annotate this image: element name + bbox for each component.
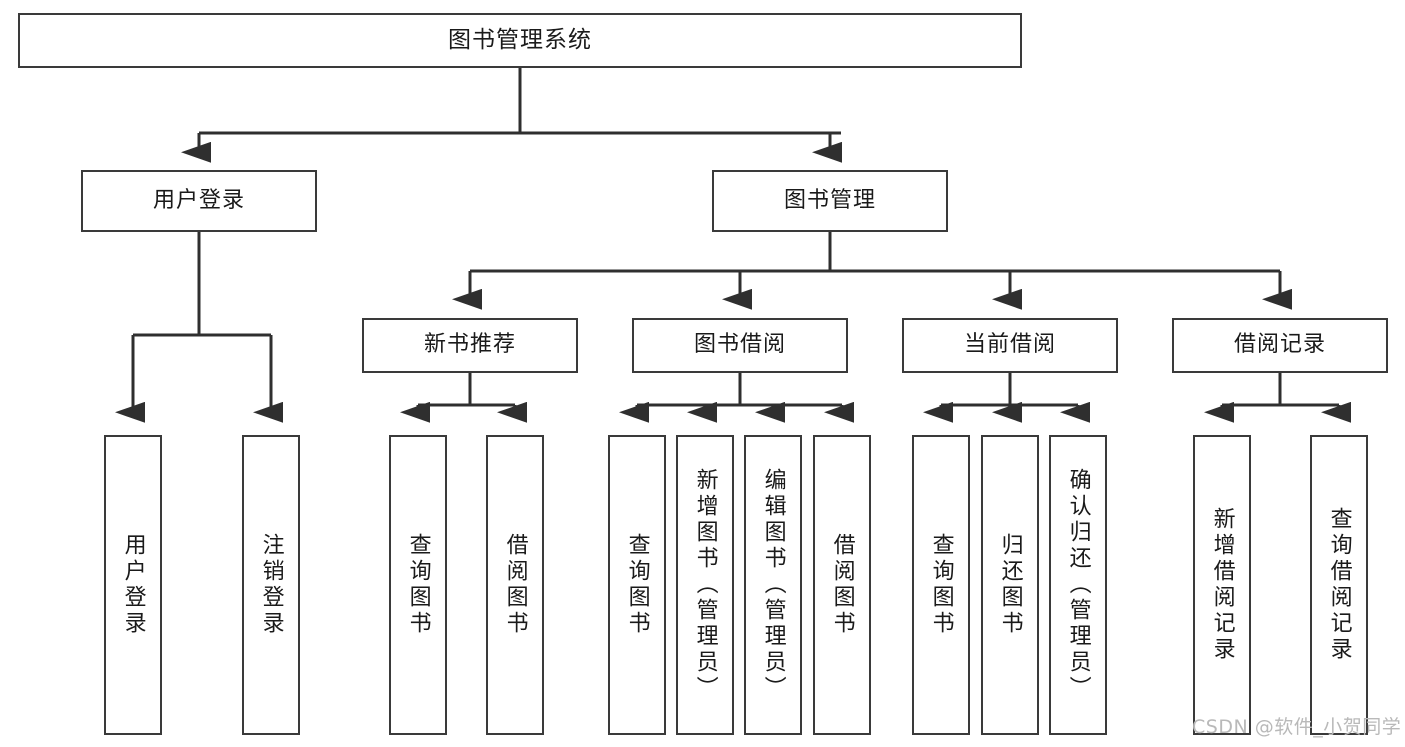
node-label: 新增借阅记录 — [1209, 507, 1235, 663]
leaf-query-book-current[interactable]: 查询图书 — [912, 435, 970, 735]
node-label: 借阅图书 — [502, 533, 528, 637]
node-label: 注销登录 — [258, 533, 284, 637]
node-label: 编辑图书（管理员） — [760, 468, 786, 702]
leaf-add-book-admin[interactable]: 新增图书（管理员） — [676, 435, 734, 735]
node-label: 确认归还（管理员） — [1065, 468, 1091, 702]
node-label: 当前借阅 — [963, 332, 1056, 358]
leaf-borrow-book[interactable]: 借阅图书 — [813, 435, 871, 735]
node-label: 借阅记录 — [1233, 332, 1326, 358]
leaf-edit-book-admin[interactable]: 编辑图书（管理员） — [744, 435, 802, 735]
node-label: 用户登录 — [152, 187, 245, 213]
leaf-query-book-borrow[interactable]: 查询图书 — [608, 435, 666, 735]
node-label: 图书借阅 — [693, 332, 786, 358]
node-label: 查询图书 — [928, 533, 954, 637]
node-user-login[interactable]: 用户登录 — [81, 170, 317, 232]
leaf-confirm-return-admin[interactable]: 确认归还（管理员） — [1049, 435, 1107, 735]
node-current-borrow[interactable]: 当前借阅 — [902, 318, 1118, 373]
node-book-management[interactable]: 图书管理 — [712, 170, 948, 232]
leaf-return-book[interactable]: 归还图书 — [981, 435, 1039, 735]
node-label: 查询借阅记录 — [1326, 507, 1352, 663]
node-new-book-recommend[interactable]: 新书推荐 — [362, 318, 578, 373]
node-root-system[interactable]: 图书管理系统 — [18, 13, 1022, 68]
node-label: 新书推荐 — [423, 332, 516, 358]
node-label: 新增图书（管理员） — [692, 468, 718, 702]
leaf-query-borrow-record[interactable]: 查询借阅记录 — [1310, 435, 1368, 735]
leaf-borrow-book-recommend[interactable]: 借阅图书 — [486, 435, 544, 735]
node-label: 用户登录 — [120, 533, 146, 637]
node-borrow-records[interactable]: 借阅记录 — [1172, 318, 1388, 373]
node-label: 图书管理 — [783, 187, 876, 213]
leaf-add-borrow-record[interactable]: 新增借阅记录 — [1193, 435, 1251, 735]
node-label: 图书管理系统 — [448, 26, 592, 53]
node-label: 借阅图书 — [829, 533, 855, 637]
leaf-user-login[interactable]: 用户登录 — [104, 435, 162, 735]
node-label: 查询图书 — [624, 533, 650, 637]
leaf-query-book-recommend[interactable]: 查询图书 — [389, 435, 447, 735]
node-label: 归还图书 — [997, 533, 1023, 637]
node-book-borrow[interactable]: 图书借阅 — [632, 318, 848, 373]
leaf-user-logout[interactable]: 注销登录 — [242, 435, 300, 735]
node-label: 查询图书 — [405, 533, 431, 637]
csdn-watermark: CSDN @软件_小贺同学 — [1192, 716, 1402, 738]
